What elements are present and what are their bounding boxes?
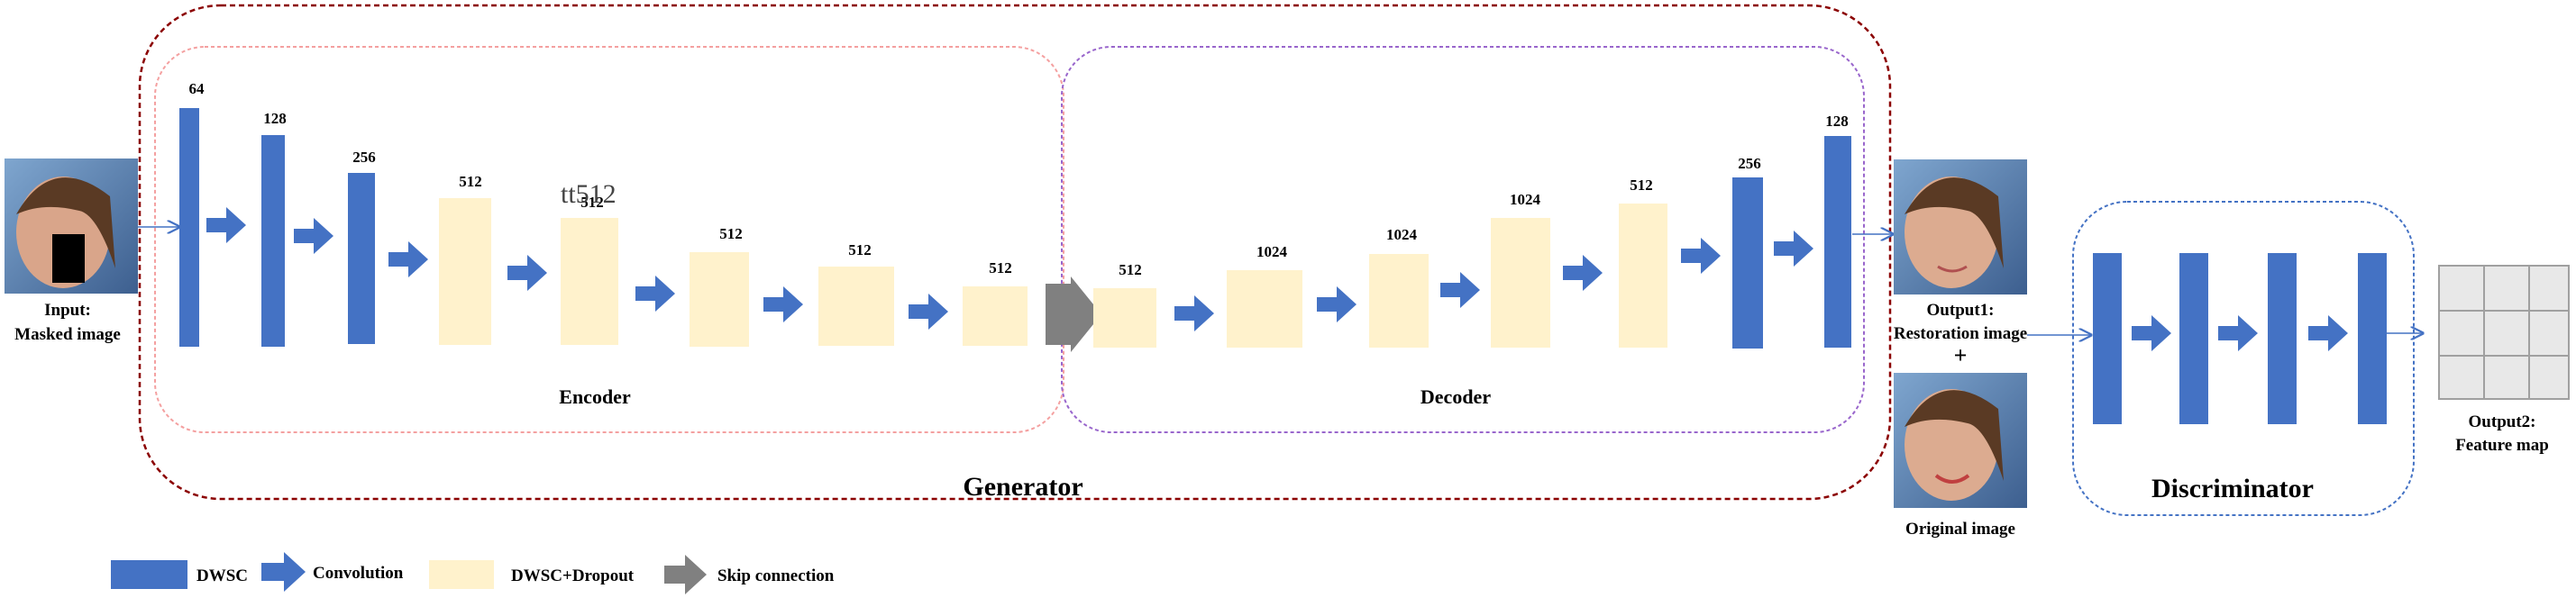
convolution-arrow [1681, 238, 1721, 274]
convolution-arrow [1774, 231, 1813, 267]
legend-convolution-label: Convolution [313, 564, 404, 583]
encoder-dropout-block-1 [439, 198, 491, 345]
encoder-dropout-block-2 [561, 218, 618, 345]
legend-skip-label: Skip connection [717, 566, 835, 585]
convolution-arrow [294, 218, 333, 254]
decoder-dwsc-block-2 [1824, 136, 1851, 348]
encoder-dropout-block-4 [818, 267, 894, 346]
decoder-label-7: 128 [1825, 113, 1849, 130]
decoder-dropout-block-5 [1619, 204, 1667, 348]
discriminator-dwsc-block-2 [2179, 253, 2208, 424]
generator-box [138, 4, 1892, 501]
legend-dwsc-swatch [111, 560, 187, 589]
legend-skip-icon [664, 555, 707, 594]
convolution-arrow [1563, 255, 1603, 291]
generator-title: Generator [963, 472, 1082, 502]
decoder-dropout-block-4 [1491, 218, 1550, 348]
output2-feature-map [2438, 265, 2570, 400]
decoder-label-4: 1024 [1510, 191, 1541, 208]
decoder-label-3: 1024 [1386, 226, 1418, 243]
output1-restoration-image [1894, 159, 2027, 294]
decoder-dropout-block-1 [1093, 288, 1156, 348]
input-label-line1: Input: [44, 301, 91, 320]
legend-convolution-icon [261, 552, 306, 592]
encoder-dropout-block-3 [690, 252, 749, 347]
decoder-dwsc-block-1 [1732, 177, 1763, 349]
original-image [1894, 373, 2027, 508]
discriminator-box [2072, 201, 2415, 516]
discriminator-arrows [2132, 315, 2348, 351]
output1-label-line2: Restoration image [1894, 324, 2027, 343]
discriminator-title: Discriminator [2151, 474, 2314, 503]
encoder-dropout-block-5 [963, 286, 1028, 346]
decoder-box [1061, 46, 1865, 433]
encoder-label-6: 512 [719, 225, 743, 242]
skip-connection-arrow [1046, 276, 1101, 352]
encoder-label-1: 64 [189, 80, 206, 97]
convolution-arrow [2308, 315, 2348, 351]
encoder-box [154, 46, 1064, 433]
decoder-dropout-block-2 [1227, 270, 1302, 348]
decoder-dropout-block-3 [1369, 254, 1429, 348]
output1-plus: + [1954, 342, 1968, 368]
input-masked-image [5, 159, 138, 294]
decoder-label-6: 256 [1738, 155, 1761, 172]
encoder-label-5: 512 [580, 194, 604, 211]
encoder-dwsc-block-1 [179, 108, 199, 347]
original-image-label: Original image [1905, 520, 2015, 539]
decoder-label-1: 512 [1119, 261, 1142, 278]
convolution-arrow [909, 294, 948, 330]
legend-dwsc-dropout-swatch [429, 560, 494, 589]
output2-label-line2: Feature map [2455, 436, 2549, 455]
convolution-arrow [2218, 315, 2258, 351]
decoder-label-5: 512 [1630, 177, 1653, 194]
convolution-arrow [388, 241, 428, 277]
encoder-dwsc-block-3 [348, 173, 375, 344]
encoder-arrows [206, 207, 948, 330]
discriminator-dwsc-block-3 [2268, 253, 2297, 424]
convolution-arrow [763, 286, 803, 322]
legend-dwsc-label: DWSC [196, 566, 248, 585]
decoder-title: Decoder [1420, 385, 1491, 408]
discriminator-dwsc-block-4 [2358, 253, 2387, 424]
encoder-label-2: 128 [263, 110, 287, 127]
decoder-arrows [1174, 231, 1813, 331]
legend: DWSC Convolution DWSC+Dropout Skip conne… [111, 552, 835, 594]
encoder-label-3: 256 [352, 149, 376, 166]
convolution-arrow [1317, 286, 1357, 322]
output2-label-line1: Output2: [2469, 412, 2536, 431]
encoder-overlay-text: tt512 [561, 179, 617, 209]
convolution-arrow [1440, 272, 1480, 308]
legend-dwsc-dropout-label: DWSC+Dropout [511, 566, 635, 585]
encoder-title: Encoder [559, 385, 631, 408]
discriminator-dwsc-block-1 [2093, 253, 2122, 424]
convolution-arrow [1174, 295, 1214, 331]
input-label-line2: Masked image [14, 325, 121, 344]
convolution-arrow [507, 255, 547, 291]
encoder-label-4: 512 [459, 173, 482, 190]
encoder-label-8: 512 [989, 259, 1012, 276]
convolution-arrow [635, 276, 675, 312]
decoder-label-2: 1024 [1256, 243, 1288, 260]
output1-label-line1: Output1: [1927, 301, 1995, 320]
convolution-arrow [206, 207, 246, 243]
encoder-dwsc-block-2 [261, 135, 285, 347]
encoder-label-7: 512 [848, 241, 872, 258]
convolution-arrow [2132, 315, 2171, 351]
